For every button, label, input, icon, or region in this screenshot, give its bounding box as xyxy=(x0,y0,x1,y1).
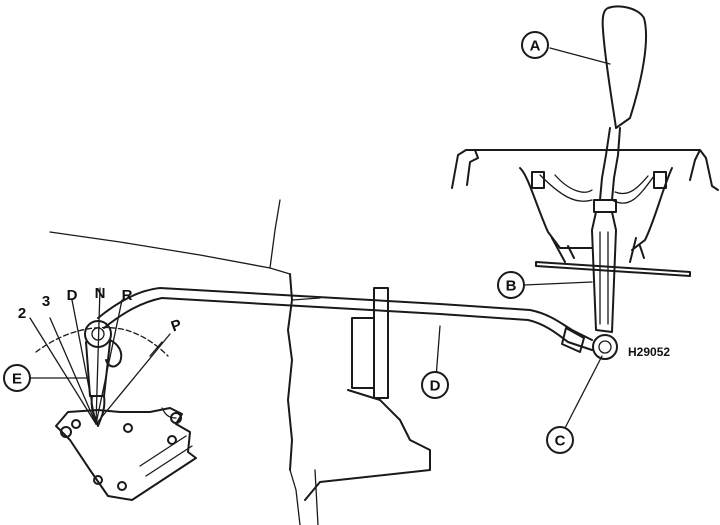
figure-reference-code: H29052 xyxy=(628,345,670,359)
position-label-n: N xyxy=(95,285,106,302)
position-label-2: 2 xyxy=(18,305,26,322)
control-rod xyxy=(97,287,593,353)
callout-b-label: B xyxy=(506,278,517,295)
callout-a-label: A xyxy=(530,38,541,55)
shift-lever xyxy=(591,5,647,360)
callout-d: D xyxy=(421,371,449,399)
callout-b: B xyxy=(497,271,525,299)
callout-e-label: E xyxy=(12,371,22,388)
position-label-r: R xyxy=(122,287,133,304)
callout-e: E xyxy=(3,364,31,392)
callout-c: C xyxy=(546,426,574,454)
callout-d-label: D xyxy=(430,378,441,395)
position-label-3: 3 xyxy=(42,293,50,310)
callout-a: A xyxy=(521,31,549,59)
selector-lever xyxy=(55,320,197,501)
callout-c-label: C xyxy=(555,433,566,450)
callout-leaders xyxy=(27,47,611,431)
floor-console xyxy=(451,149,719,277)
position-label-p: P xyxy=(169,316,184,335)
position-indicator-lines xyxy=(29,287,171,425)
position-label-d: D xyxy=(67,287,78,304)
selector-position-labels: 2 3 D N R P xyxy=(18,285,184,335)
transmission-case xyxy=(49,199,431,525)
